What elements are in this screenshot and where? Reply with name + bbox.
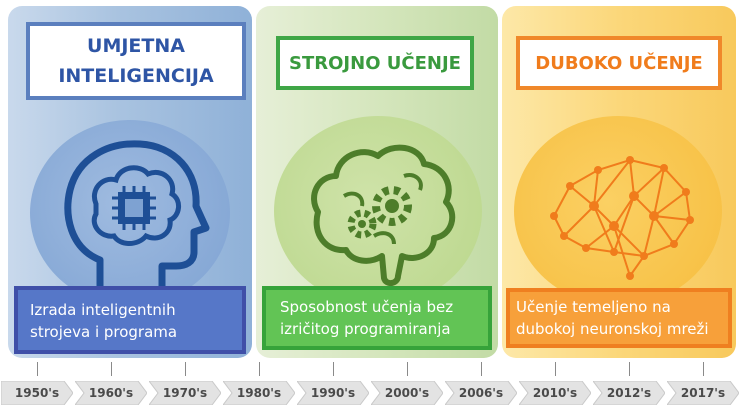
timeline-item: 2010's [519,381,591,405]
timeline-label: 1970's [162,386,208,400]
timeline-item: 1950's [1,381,73,405]
brain-gears-icon [274,116,482,306]
timeline-tick [407,362,408,376]
panel-ml: STROJNO UČENJE Sposobnost učenja bez izr… [256,6,498,358]
timeline-label: 2017's [680,386,726,400]
timeline-item: 1970's [149,381,221,405]
timeline-item: 2000's [371,381,443,405]
timeline-item: 1960's [75,381,147,405]
panel-ai-title: UMJETNA INTELIGENCIJA [26,22,246,100]
timeline-item: 2006's [445,381,517,405]
timeline-tick [259,362,260,376]
panel-dl: DUBOKO UČENJE Učenje temeljeno na duboko… [502,6,736,358]
panel-dl-description: Učenje temeljeno na dubokoj neuronskoj m… [506,288,732,348]
timeline-tick [629,362,630,376]
timeline-item: 2017's [667,381,739,405]
timeline-label: 2010's [532,386,578,400]
timeline-label: 2012's [606,386,652,400]
timeline-item: 2012's [593,381,665,405]
neural-brain-icon [514,116,722,306]
timeline-tick [37,362,38,376]
panel-ml-title: STROJNO UČENJE [276,36,474,90]
panel-ai-description: Izrada inteligentnih strojeva i programa [14,286,246,354]
timeline-tick [555,362,556,376]
panel-ai: UMJETNA INTELIGENCIJA Izrada inteligentn… [8,6,252,358]
timeline-tick [111,362,112,376]
panel-ml-description: Sposobnost učenja bez izričitog programi… [262,286,492,350]
timeline-label: 2006's [458,386,504,400]
timeline-tick [703,362,704,376]
timeline-tick [333,362,334,376]
timeline-label: 1960's [88,386,134,400]
head-chip-icon [30,120,230,306]
timeline-item: 1980's [223,381,295,405]
timeline-label: 1980's [236,386,282,400]
timeline-label: 1990's [310,386,356,400]
timeline-tick [481,362,482,376]
timeline-label: 1950's [14,386,60,400]
timeline-label: 2000's [384,386,430,400]
timeline-item: 1990's [297,381,369,405]
panel-dl-title: DUBOKO UČENJE [516,36,722,90]
timeline-tick [185,362,186,376]
